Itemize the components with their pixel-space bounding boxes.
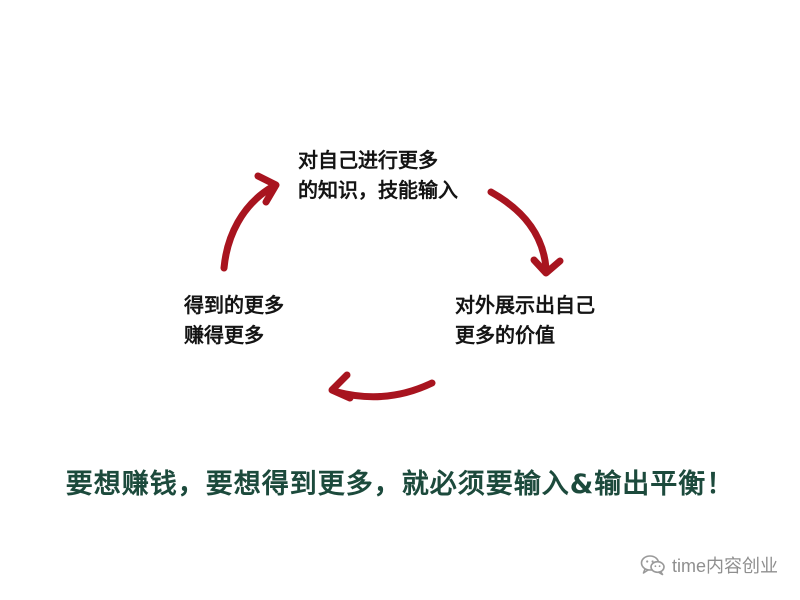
node-knowledge-input: 对自己进行更多 的知识，技能输入	[298, 145, 458, 205]
node-show-value: 对外展示出自己 更多的价值	[455, 290, 595, 350]
arrow-right-to-left	[328, 371, 436, 402]
node-knowledge-input-line-2: 的知识，技能输入	[298, 178, 458, 202]
node-show-value-line-1: 对外展示出自己	[455, 293, 595, 317]
caption: 要想赚钱，要想得到更多，就必须要输入&输出平衡！	[65, 469, 735, 500]
node-earn-more: 得到的更多 赚得更多	[184, 290, 284, 350]
node-knowledge-input-line-1: 对自己进行更多	[298, 148, 438, 172]
arrow-top-to-right	[487, 188, 564, 277]
node-earn-more-line-2: 赚得更多	[184, 323, 264, 347]
node-earn-more-line-1: 得到的更多	[184, 293, 284, 317]
watermark-text: time内容创业	[671, 556, 778, 576]
arrow-left-to-top	[220, 172, 280, 272]
wechat-icon	[640, 554, 666, 576]
watermark: time内容创业	[640, 552, 778, 578]
node-show-value-line-2: 更多的价值	[455, 323, 555, 347]
